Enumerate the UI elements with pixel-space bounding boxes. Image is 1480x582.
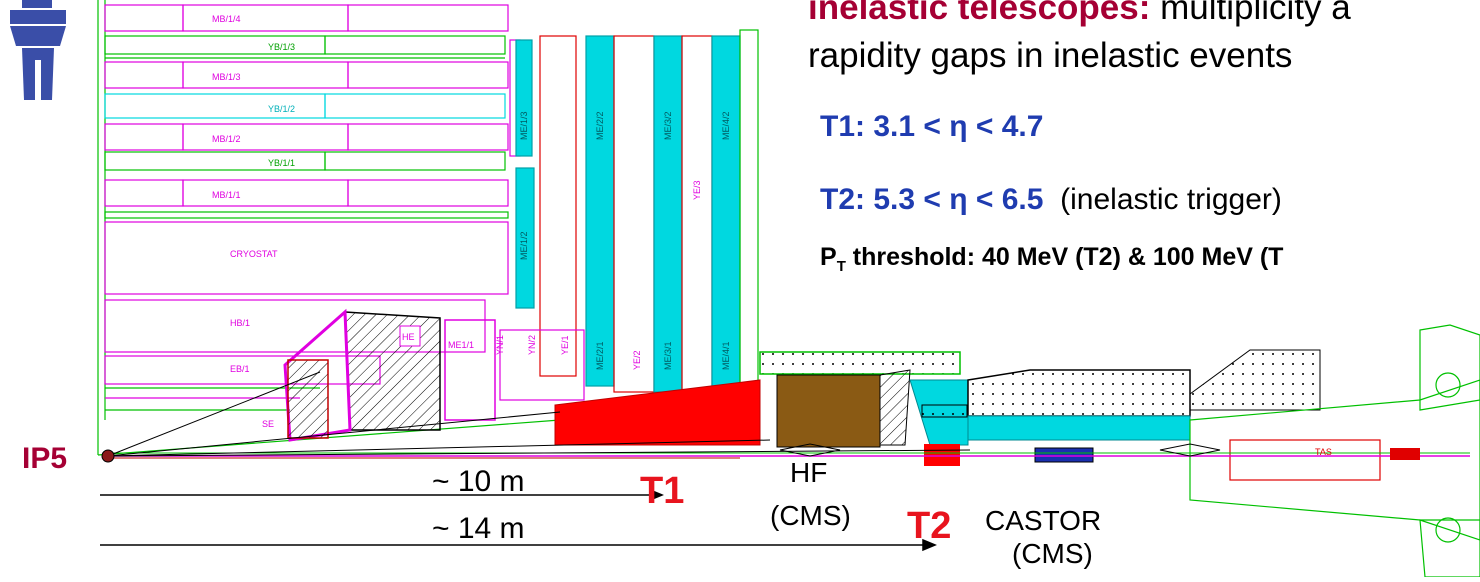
label-yn2: YN/2 — [527, 335, 537, 355]
hf-cms-label: (CMS) — [770, 500, 851, 531]
label-yn1: YN/1 — [495, 335, 505, 355]
t1-telescope — [554, 379, 761, 446]
t2-note: (inelastic trigger) — [1043, 183, 1282, 216]
distance-14m: ~ 14 m — [432, 512, 525, 545]
hf-label: HF — [790, 457, 828, 488]
t2-label: T2 — [907, 505, 952, 547]
label-se: SE — [262, 419, 274, 429]
label-yb11: YB/1/1 — [268, 158, 295, 168]
pt-rest: threshold: 40 MeV (T2) & 100 MeV (T — [845, 243, 1284, 271]
label-hb1: HB/1 — [230, 318, 250, 328]
label-me11: ME1/1 — [448, 340, 474, 350]
label-cryostat: CRYOSTAT — [230, 249, 278, 259]
label-me22: ME/2/2 — [595, 111, 605, 140]
label-me12: ME/1/2 — [519, 231, 529, 260]
label-ye2: YE/2 — [632, 350, 642, 370]
label-mb11: MB/1/1 — [212, 190, 241, 200]
pt-threshold: PT threshold: 40 MeV (T2) & 100 MeV (T — [820, 243, 1283, 275]
label-mb13: MB/1/3 — [212, 72, 241, 82]
castor-region — [924, 349, 1321, 466]
t1-eta-range: T1: 3.1 < η < 4.7 — [820, 110, 1044, 143]
t2-eta-bold: T2: 5.3 < η < 6.5 — [820, 183, 1044, 216]
label-me32: ME/3/2 — [663, 111, 673, 140]
hadron-endcap — [283, 308, 496, 442]
label-yb13: YB/1/3 — [268, 42, 295, 52]
distance-arrows — [100, 488, 937, 552]
heading-line2: rapidity gaps in inelastic events — [808, 36, 1293, 75]
castor-label: CASTOR — [985, 505, 1102, 536]
ip5-label: IP5 — [22, 442, 68, 475]
label-tas: TAS — [1315, 447, 1332, 457]
pt-sub: T — [836, 258, 846, 275]
t1-label: T1 — [640, 470, 685, 512]
hf-calorimeter — [759, 351, 969, 448]
pt-p: P — [820, 243, 837, 271]
beam-line — [107, 371, 1470, 460]
castor-cms-label: (CMS) — [1012, 538, 1093, 569]
endcap-muon — [499, 29, 759, 401]
label-mb12: MB/1/2 — [212, 134, 241, 144]
label-me21: ME/2/1 — [595, 341, 605, 370]
heading-line1: inelastic telescopes: multiplicity a — [808, 0, 1351, 28]
label-yb12: YB/1/2 — [268, 104, 295, 114]
label-me31: ME/3/1 — [663, 341, 673, 370]
heading-highlight: inelastic telescopes: — [808, 0, 1151, 27]
distance-10m: ~ 10 m — [432, 465, 525, 498]
label-ye3: YE/3 — [692, 180, 702, 200]
t2-eta-range: T2: 5.3 < η < 6.5 (inelastic trigger) — [820, 183, 1282, 217]
heading-rest: multiplicity a — [1150, 0, 1351, 27]
tas-region — [1189, 324, 1480, 578]
detector-labels: MB/1/4 YB/1/3 MB/1/3 YB/1/2 MB/1/2 YB/1/… — [212, 14, 1332, 457]
label-eb1: EB/1 — [230, 364, 250, 374]
logo-icon — [10, 0, 66, 100]
label-me42: ME/4/2 — [721, 111, 731, 140]
label-me13: ME/1/3 — [519, 111, 529, 140]
barrel-frame — [97, 0, 561, 456]
label-me41: ME/4/1 — [721, 341, 731, 370]
ip5-marker — [101, 449, 115, 463]
label-mb14: MB/1/4 — [212, 14, 241, 24]
label-he: HE — [402, 332, 415, 342]
muon-barrel — [104, 4, 509, 411]
label-ye1: YE/1 — [560, 335, 570, 355]
